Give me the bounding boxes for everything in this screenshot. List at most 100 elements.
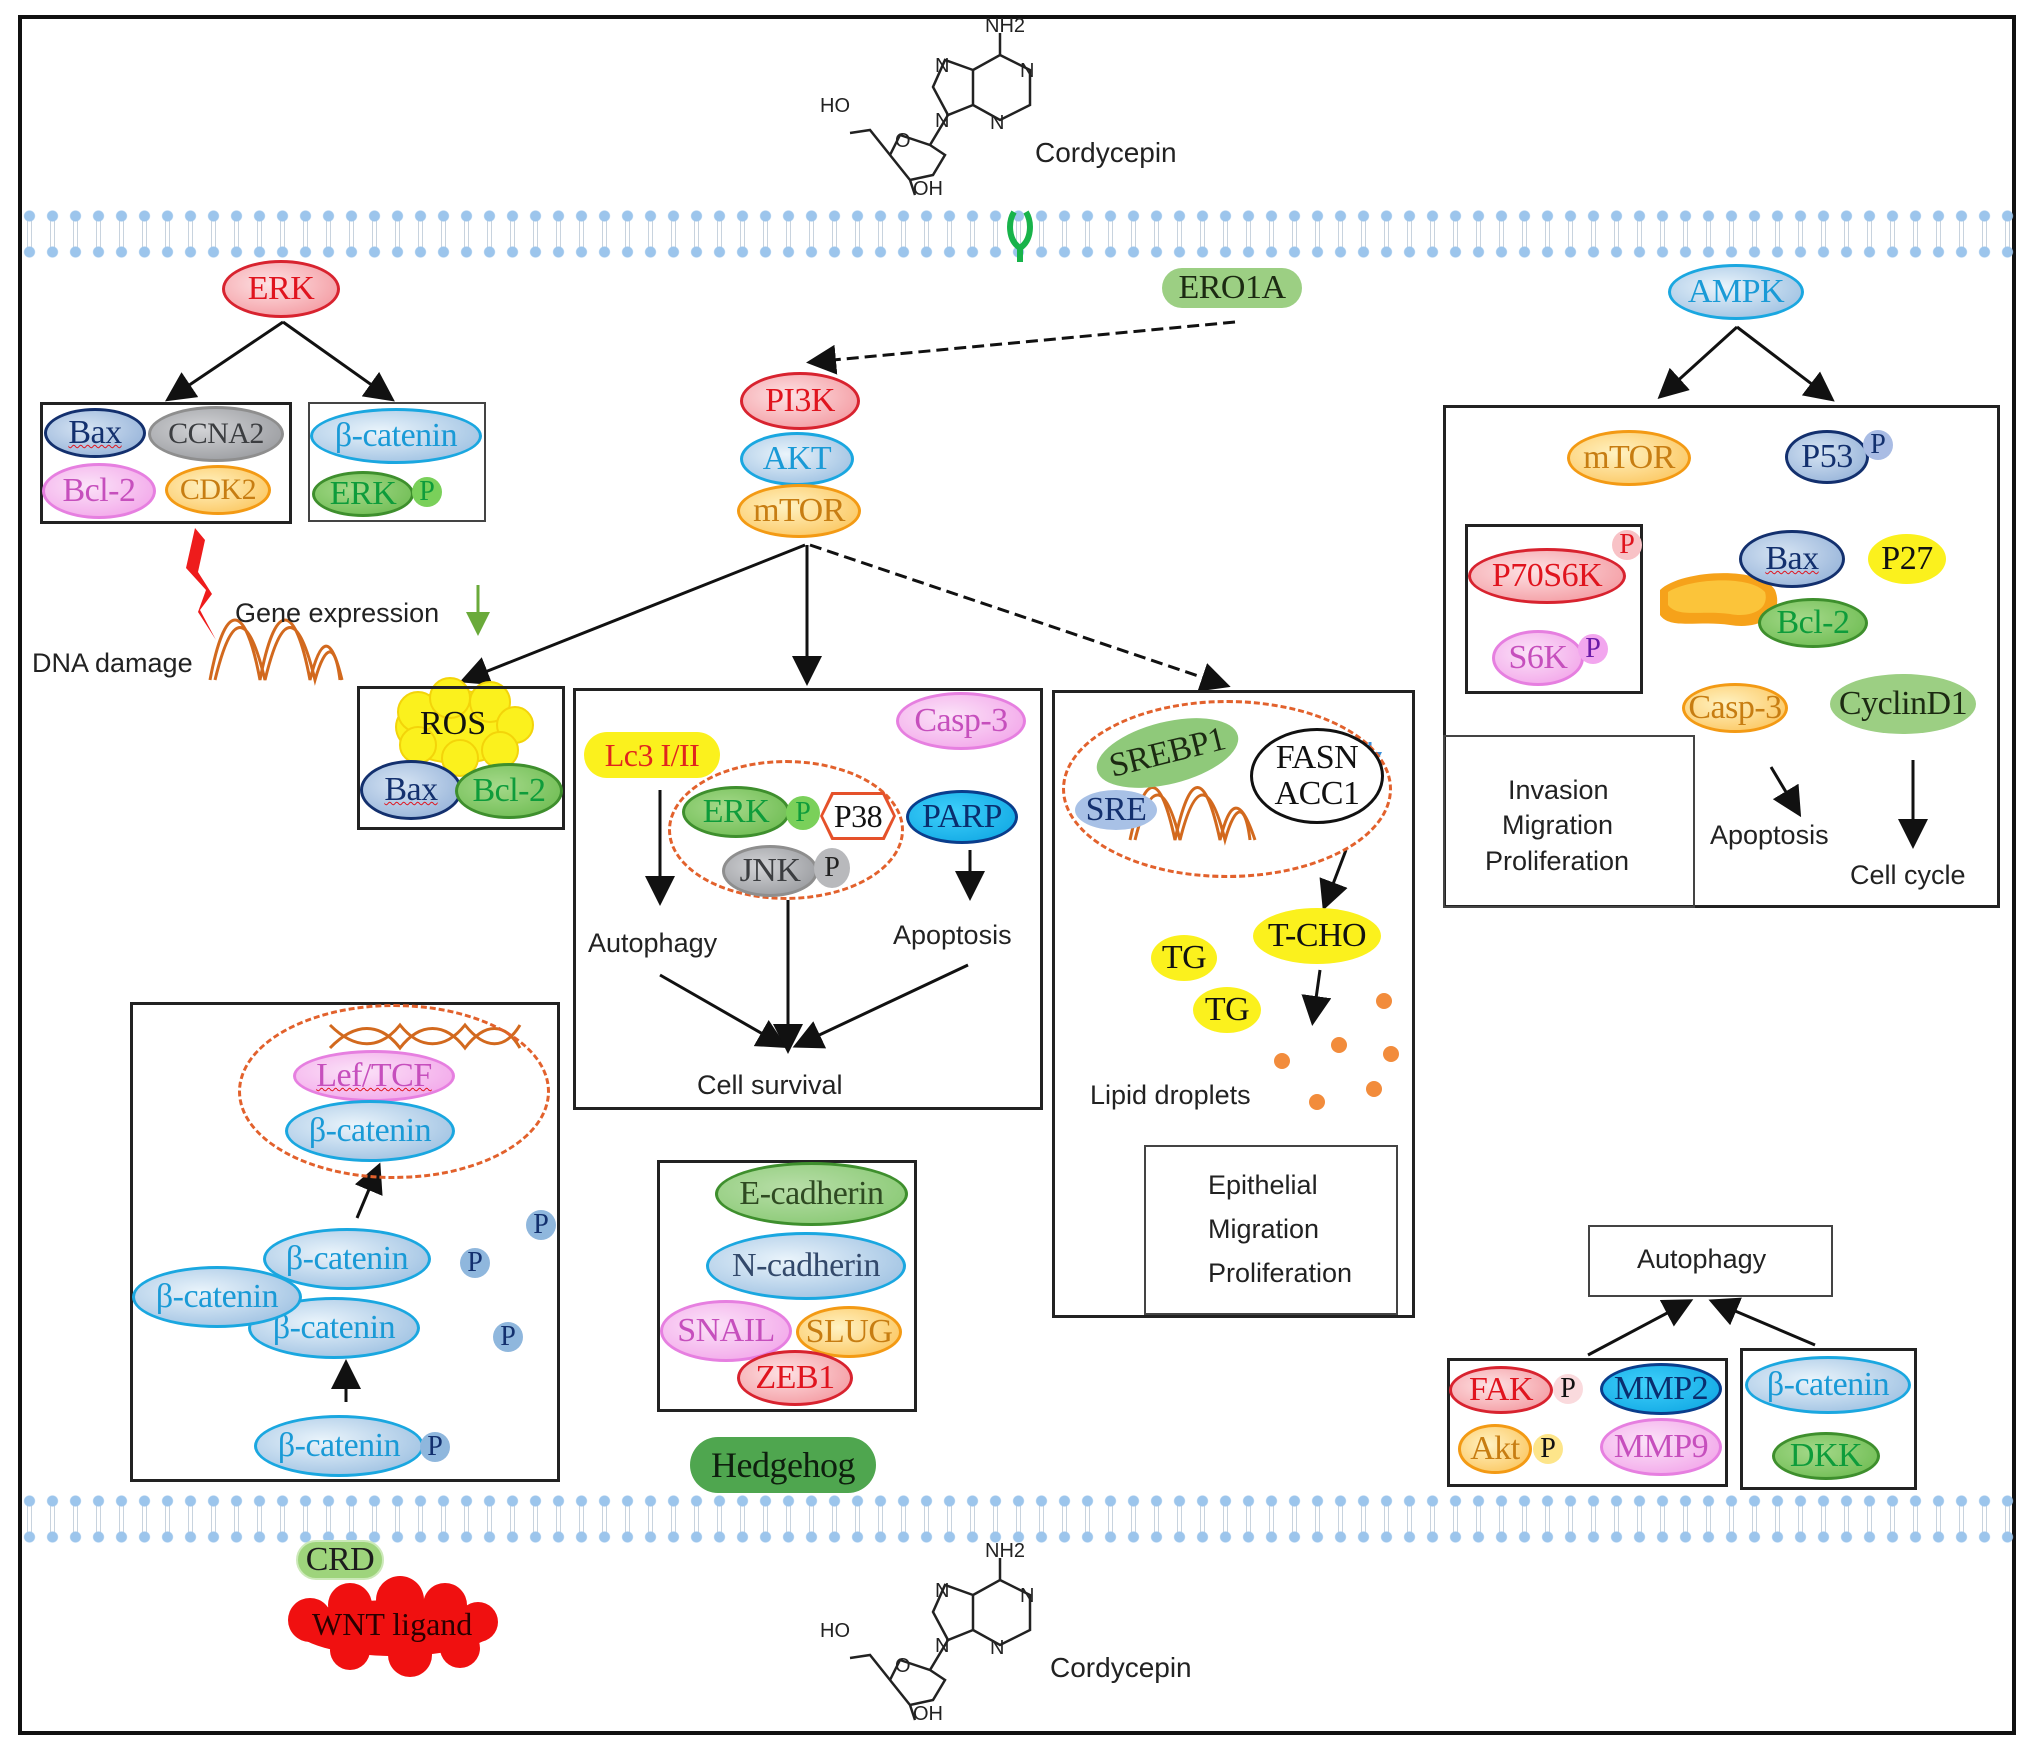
ampk-targets-box xyxy=(1443,405,2000,908)
ampk-node[interactable]: AMPK xyxy=(1668,264,1804,320)
ros-label: ROS xyxy=(420,705,487,742)
ampk-bax-node[interactable]: Bax xyxy=(1739,530,1845,588)
beta-catenin-node[interactable]: β-catenin xyxy=(310,408,482,464)
atom-n-top-2: N xyxy=(1020,60,1035,82)
e-cadherin-node[interactable]: E-cadherin xyxy=(715,1162,908,1226)
s6k-node[interactable]: S6K xyxy=(1492,630,1584,686)
lipid-droplets-label: Lipid droplets xyxy=(1090,1080,1251,1110)
nuclear-beta-catenin-node[interactable]: β-catenin xyxy=(285,1100,455,1162)
cdk2-node[interactable]: CDK2 xyxy=(165,465,271,515)
erk-right-group-box xyxy=(308,402,486,522)
mmp2-node[interactable]: MMP2 xyxy=(1600,1363,1722,1415)
ros-bax-node[interactable]: Bax xyxy=(360,760,462,820)
wnt-nuclear-complex-outline xyxy=(238,1004,550,1179)
dna-damage-label: DNA damage xyxy=(32,648,193,678)
pi3k-node[interactable]: PI3K xyxy=(740,372,860,430)
cordycepin-label-top: Cordycepin xyxy=(1035,137,1177,168)
lc3-node[interactable]: Lc3 I/II xyxy=(584,732,720,778)
p38-label: P38 xyxy=(823,795,893,837)
atom-ho-top: HO xyxy=(820,95,850,117)
fak-node[interactable]: FAK xyxy=(1449,1366,1553,1414)
gene-expression-label: Gene expression xyxy=(235,598,440,628)
atom-n-top-3: N xyxy=(990,112,1005,134)
p70s6k-node[interactable]: P70S6K xyxy=(1468,548,1626,604)
free-phospho-2: P xyxy=(460,1247,490,1278)
ccna2-node[interactable]: CCNA2 xyxy=(148,406,284,462)
acc1-label: ACC1 xyxy=(1274,775,1360,812)
emt-markers-box xyxy=(657,1160,917,1412)
bax-node[interactable]: Bax xyxy=(44,408,146,458)
mapk-complex-outline xyxy=(668,760,904,900)
autophagy-outcome-box xyxy=(1588,1225,1833,1297)
cell-membrane-top xyxy=(18,210,2016,258)
p53-node[interactable]: P53 xyxy=(1785,430,1869,484)
erk-node[interactable]: ERK xyxy=(222,260,340,318)
cell-survival-label: Cell survival xyxy=(697,1070,843,1100)
cell-membrane-bottom xyxy=(18,1495,2016,1543)
crd-node[interactable]: CRD xyxy=(296,1540,384,1580)
n-cadherin-node[interactable]: N-cadherin xyxy=(706,1232,906,1300)
mmp9-node[interactable]: MMP9 xyxy=(1600,1418,1722,1476)
survival-erk-node[interactable]: ERK xyxy=(682,786,790,838)
tg-node-1[interactable]: TG xyxy=(1151,935,1217,981)
ampk-mtor-node[interactable]: mTOR xyxy=(1567,430,1691,486)
phospho-beta-catenin-node[interactable]: β-catenin xyxy=(254,1415,424,1477)
ampk-apoptosis-label: Apoptosis xyxy=(1710,820,1829,850)
p27-node[interactable]: P27 xyxy=(1868,534,1946,584)
tcho-node[interactable]: T-CHO xyxy=(1253,908,1381,964)
beta-catenin-node-3[interactable]: β-catenin xyxy=(248,1297,420,1359)
ero1a-node[interactable]: ERO1A xyxy=(1162,268,1302,308)
jnk-phospho-tag: P xyxy=(814,848,850,888)
survival-casp3-node[interactable]: Casp-3 xyxy=(896,692,1026,750)
beta-catenin-node-2[interactable]: β-catenin xyxy=(263,1228,431,1290)
ros-bcl2-node[interactable]: Bcl-2 xyxy=(455,763,563,819)
fasn-acc1-node[interactable]: FASN ACC1 xyxy=(1250,728,1384,824)
invasion-label: Invasion xyxy=(1508,775,1609,805)
cyclind1-node[interactable]: CyclinD1 xyxy=(1830,674,1976,734)
beta-catenin-dkk-box xyxy=(1740,1348,1917,1490)
hedgehog-node[interactable]: Hedgehog xyxy=(690,1437,876,1493)
s6k-box xyxy=(1465,524,1643,694)
s6k-phospho-tag: P xyxy=(1578,633,1608,664)
sre-node[interactable]: SRE xyxy=(1075,790,1157,830)
atom-o-bottom: O xyxy=(895,1655,911,1677)
p-erk-node[interactable]: ERK xyxy=(312,471,414,517)
autophagy-beta-catenin-node[interactable]: β-catenin xyxy=(1745,1356,1911,1414)
wnt-signaling-box xyxy=(130,1002,560,1482)
ampk-proliferation-label: Proliferation xyxy=(1485,846,1630,876)
autophagy-outcome-label: Autophagy xyxy=(1637,1244,1767,1274)
atom-n-bottom-2: N xyxy=(1020,1585,1035,1607)
beta-catenin-node-4[interactable]: β-catenin xyxy=(132,1266,302,1328)
akt-phospho-tag: P xyxy=(1533,1433,1563,1464)
beta-catenin-phospho-tag: P xyxy=(420,1431,450,1462)
fak-phospho-tag: P xyxy=(1553,1373,1583,1404)
dkk-node[interactable]: DKK xyxy=(1772,1432,1880,1480)
slug-node[interactable]: SLUG xyxy=(796,1306,902,1358)
atom-oh-bottom: OH xyxy=(913,1703,943,1725)
survival-apoptosis-label: Apoptosis xyxy=(893,920,1012,950)
p70s6k-phospho-tag: P xyxy=(1612,529,1642,560)
fasn-label: FASN xyxy=(1275,739,1359,777)
lef-tcf-node[interactable]: Lef/TCF xyxy=(293,1050,455,1102)
jnk-node[interactable]: JNK xyxy=(722,845,818,897)
ampk-bcl2-node[interactable]: Bcl-2 xyxy=(1758,598,1868,648)
ampk-casp3-node[interactable]: Casp-3 xyxy=(1682,683,1788,733)
atom-oh-top: OH xyxy=(913,178,943,200)
akt-autophagy-node[interactable]: Akt xyxy=(1458,1424,1532,1474)
atom-n-top-4: N xyxy=(935,110,950,132)
erk-phospho-tag: P xyxy=(786,796,820,830)
zeb1-node[interactable]: ZEB1 xyxy=(737,1350,853,1406)
cell-survival-box xyxy=(573,688,1043,1110)
lipid-outcomes-box xyxy=(1144,1145,1398,1315)
atom-n-bottom-4: N xyxy=(935,1635,950,1657)
atom-nh2-top: NH2 xyxy=(985,15,1026,37)
mtor-node[interactable]: mTOR xyxy=(737,484,861,538)
akt-node[interactable]: AKT xyxy=(740,432,854,486)
tg-node-2[interactable]: TG xyxy=(1193,987,1261,1033)
lipid-proliferation-label: Proliferation xyxy=(1208,1258,1353,1288)
ros-box xyxy=(357,686,565,830)
bcl2-node[interactable]: Bcl-2 xyxy=(42,463,156,519)
p38-hexagon[interactable]: P38 xyxy=(820,792,896,840)
parp-node[interactable]: PARP xyxy=(906,790,1018,844)
